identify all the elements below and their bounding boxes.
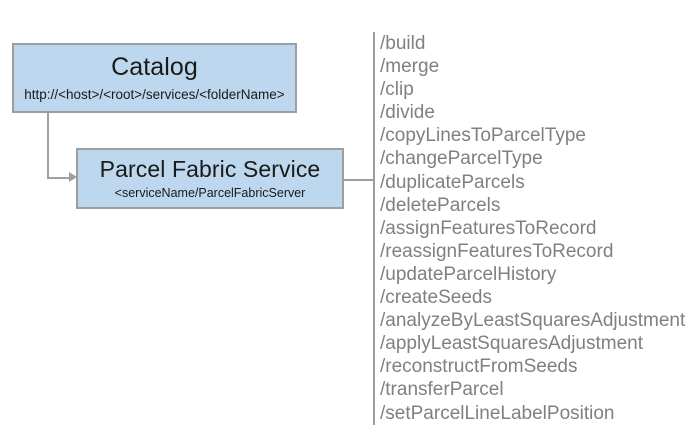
operation-list-item: /setParcelLineLabelPosition bbox=[380, 402, 615, 424]
operation-list-item: /reassignFeaturesToRecord bbox=[380, 240, 614, 262]
catalog-node-url: http://<host>/<root>/services/<folderNam… bbox=[24, 87, 285, 102]
operation-list-item: /changeParcelType bbox=[380, 148, 543, 170]
operation-list-item: /assignFeaturesToRecord bbox=[380, 217, 597, 239]
operation-list-item: /duplicateParcels bbox=[380, 171, 525, 193]
arrowhead-icon bbox=[69, 172, 77, 182]
operation-list-item: /transferParcel bbox=[380, 379, 504, 401]
connector-operations-stub bbox=[344, 179, 375, 181]
operation-list-item: /merge bbox=[380, 56, 440, 78]
parcel-fabric-service-node: Parcel Fabric Service <serviceName/Parce… bbox=[76, 148, 344, 209]
operations-list: /build/merge/clip/divide/copyLinesToParc… bbox=[380, 32, 685, 425]
catalog-node-title: Catalog bbox=[111, 53, 198, 81]
operation-list-item: /reconstructFromSeeds bbox=[380, 356, 578, 378]
catalog-node: Catalog http://<host>/<root>/services/<f… bbox=[12, 43, 297, 113]
operation-list-item: /applyLeastSquaresAdjustment bbox=[380, 333, 643, 355]
parcel-fabric-service-node-path: <serviceName/ParcelFabricServer bbox=[114, 185, 306, 200]
operation-list-item: /updateParcelHistory bbox=[380, 263, 557, 285]
operation-list-item: /clip bbox=[380, 79, 414, 101]
connector-catalog-horizontal-segment bbox=[47, 177, 71, 179]
operation-list-item: /divide bbox=[380, 102, 435, 124]
connector-catalog-vertical-segment bbox=[47, 113, 49, 178]
operations-divider-rule bbox=[373, 32, 375, 425]
operation-list-item: /build bbox=[380, 33, 426, 54]
operation-list-item: /deleteParcels bbox=[380, 194, 501, 216]
operation-list-item: /analyzeByLeastSquaresAdjustment bbox=[380, 310, 686, 332]
operation-list-item: /copyLinesToParcelType bbox=[380, 125, 586, 147]
operation-list-item: /createSeeds bbox=[380, 287, 492, 309]
parcel-fabric-service-node-title: Parcel Fabric Service bbox=[99, 155, 321, 182]
